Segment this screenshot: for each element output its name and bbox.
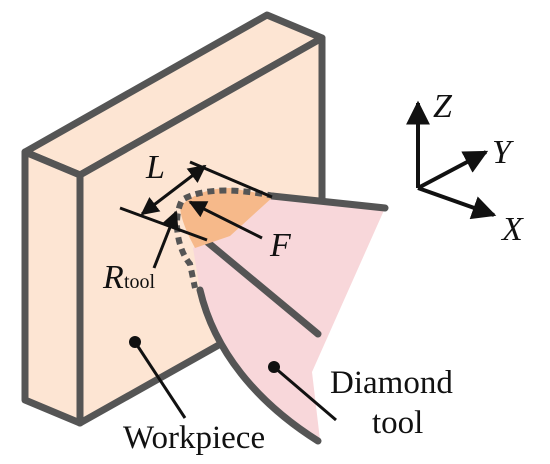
coordinate-axes: Z Y X (406, 88, 524, 248)
workpiece-leader-line (133, 341, 187, 419)
chip-top-dotted-outline (173, 187, 275, 289)
feed-annotation: F (188, 200, 292, 264)
tool-lower-edge (196, 286, 322, 445)
feed-leader-arrow (188, 200, 263, 240)
diamond-tool-annotation: Diamond tool (268, 361, 453, 441)
y-axis-label: Y (492, 134, 514, 171)
x-axis-label: X (500, 211, 524, 248)
radius-leader-arrow (152, 210, 179, 269)
tool-upper-edge (268, 192, 389, 212)
tool-leader-line (273, 365, 337, 422)
radius-label-main: R (102, 259, 124, 296)
workpiece-annotation: Workpiece (123, 336, 265, 456)
diamond-tool-label-line2: tool (372, 405, 423, 441)
length-label: L (145, 149, 165, 186)
x-axis-arrow (417, 186, 497, 220)
diamond-tool (193, 192, 389, 445)
y-axis-arrow (417, 150, 489, 190)
diamond-tool-label-line1: Diamond (330, 365, 453, 401)
feed-label: F (269, 227, 292, 264)
workpiece-label: Workpiece (123, 420, 265, 456)
tool-radius-annotation: R tool (102, 210, 179, 296)
z-axis-label: Z (433, 88, 453, 125)
diamond-tool-body (193, 196, 385, 440)
workpiece-side-face (21, 148, 84, 427)
length-dimension-arrow (140, 164, 207, 216)
tool-middle-edge (196, 232, 322, 338)
radius-label-subscript: tool (124, 271, 156, 293)
